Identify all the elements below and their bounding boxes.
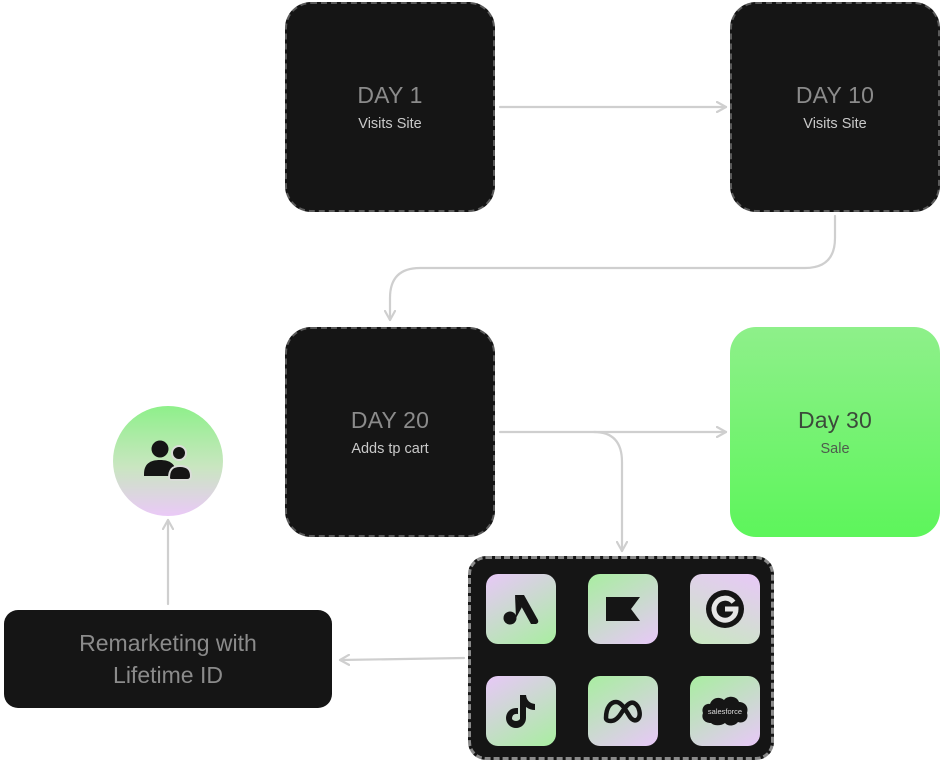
node-subtitle: Visits Site xyxy=(803,116,867,132)
google-ads-tile xyxy=(486,574,556,644)
klaviyo-tile xyxy=(588,574,658,644)
tiktok-tile xyxy=(486,676,556,746)
node-title: DAY 20 xyxy=(350,407,430,433)
node-day-30-sale: Day 30 Sale xyxy=(730,327,940,537)
node-day-10: DAY 10 Visits Site xyxy=(730,2,940,212)
node-subtitle: Sale xyxy=(820,441,850,457)
google-icon xyxy=(706,590,744,628)
tiktok-icon xyxy=(506,695,535,728)
node-subtitle: Visits Site xyxy=(358,116,422,132)
node-subtitle: Adds tp cart xyxy=(351,441,429,457)
node-title: DAY 1 xyxy=(357,82,423,108)
arrow-integrations-to-remarketing xyxy=(338,658,466,660)
meta-icon xyxy=(603,699,642,724)
meta-tile xyxy=(588,676,658,746)
users-icon xyxy=(144,440,193,481)
klaviyo-icon xyxy=(606,597,640,621)
google-tile xyxy=(690,574,760,644)
salesforce-tile: salesforce xyxy=(690,676,760,746)
google-ads-icon xyxy=(503,595,539,625)
node-day-20: DAY 20 Adds tp cart xyxy=(285,327,495,537)
node-title: DAY 10 xyxy=(795,82,875,108)
arrow-day10-to-day20 xyxy=(390,214,837,322)
node-title: Day 30 xyxy=(797,407,873,433)
integrations-panel: salesforce xyxy=(468,556,774,760)
remarketing-box: Remarketing with Lifetime ID xyxy=(4,610,332,708)
salesforce-label: salesforce xyxy=(708,707,742,716)
arrow-day20-to-integrations xyxy=(592,430,622,553)
audience-badge xyxy=(113,406,223,516)
node-day-1: DAY 1 Visits Site xyxy=(285,2,495,212)
remarketing-label: Remarketing with Lifetime ID xyxy=(79,630,257,688)
salesforce-icon: salesforce xyxy=(702,696,748,726)
